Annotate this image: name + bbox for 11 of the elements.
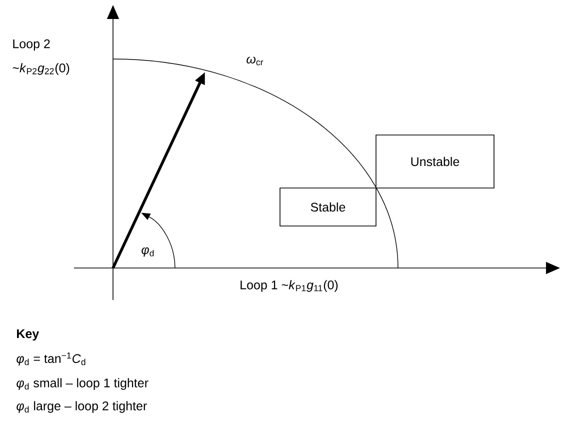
- angle-label: φ$_{d}$: [142, 247, 154, 257]
- curve-label: ω$_{cr}$: [246, 56, 264, 66]
- axis-label: Loop 2: [13, 39, 50, 51]
- axis-label: Loop 1 ~k$_{P1}$g$_{11}$(0): [240, 280, 338, 292]
- key-text: φ$_{d}$ large – loop 2 tighter: [16, 401, 147, 413]
- state-box: Unstable: [376, 134, 494, 188]
- key-text: φ$_{d}$ small – loop 1 tighter: [16, 378, 148, 390]
- state-box: Stable: [280, 188, 376, 226]
- key-heading: Key: [17, 329, 40, 341]
- key-text: φ$_{d}$ = tan$^{−1}$C$_{d}$: [16, 352, 86, 366]
- axis-label: ~k$_{P2}$g$_{22}$(0): [12, 63, 70, 75]
